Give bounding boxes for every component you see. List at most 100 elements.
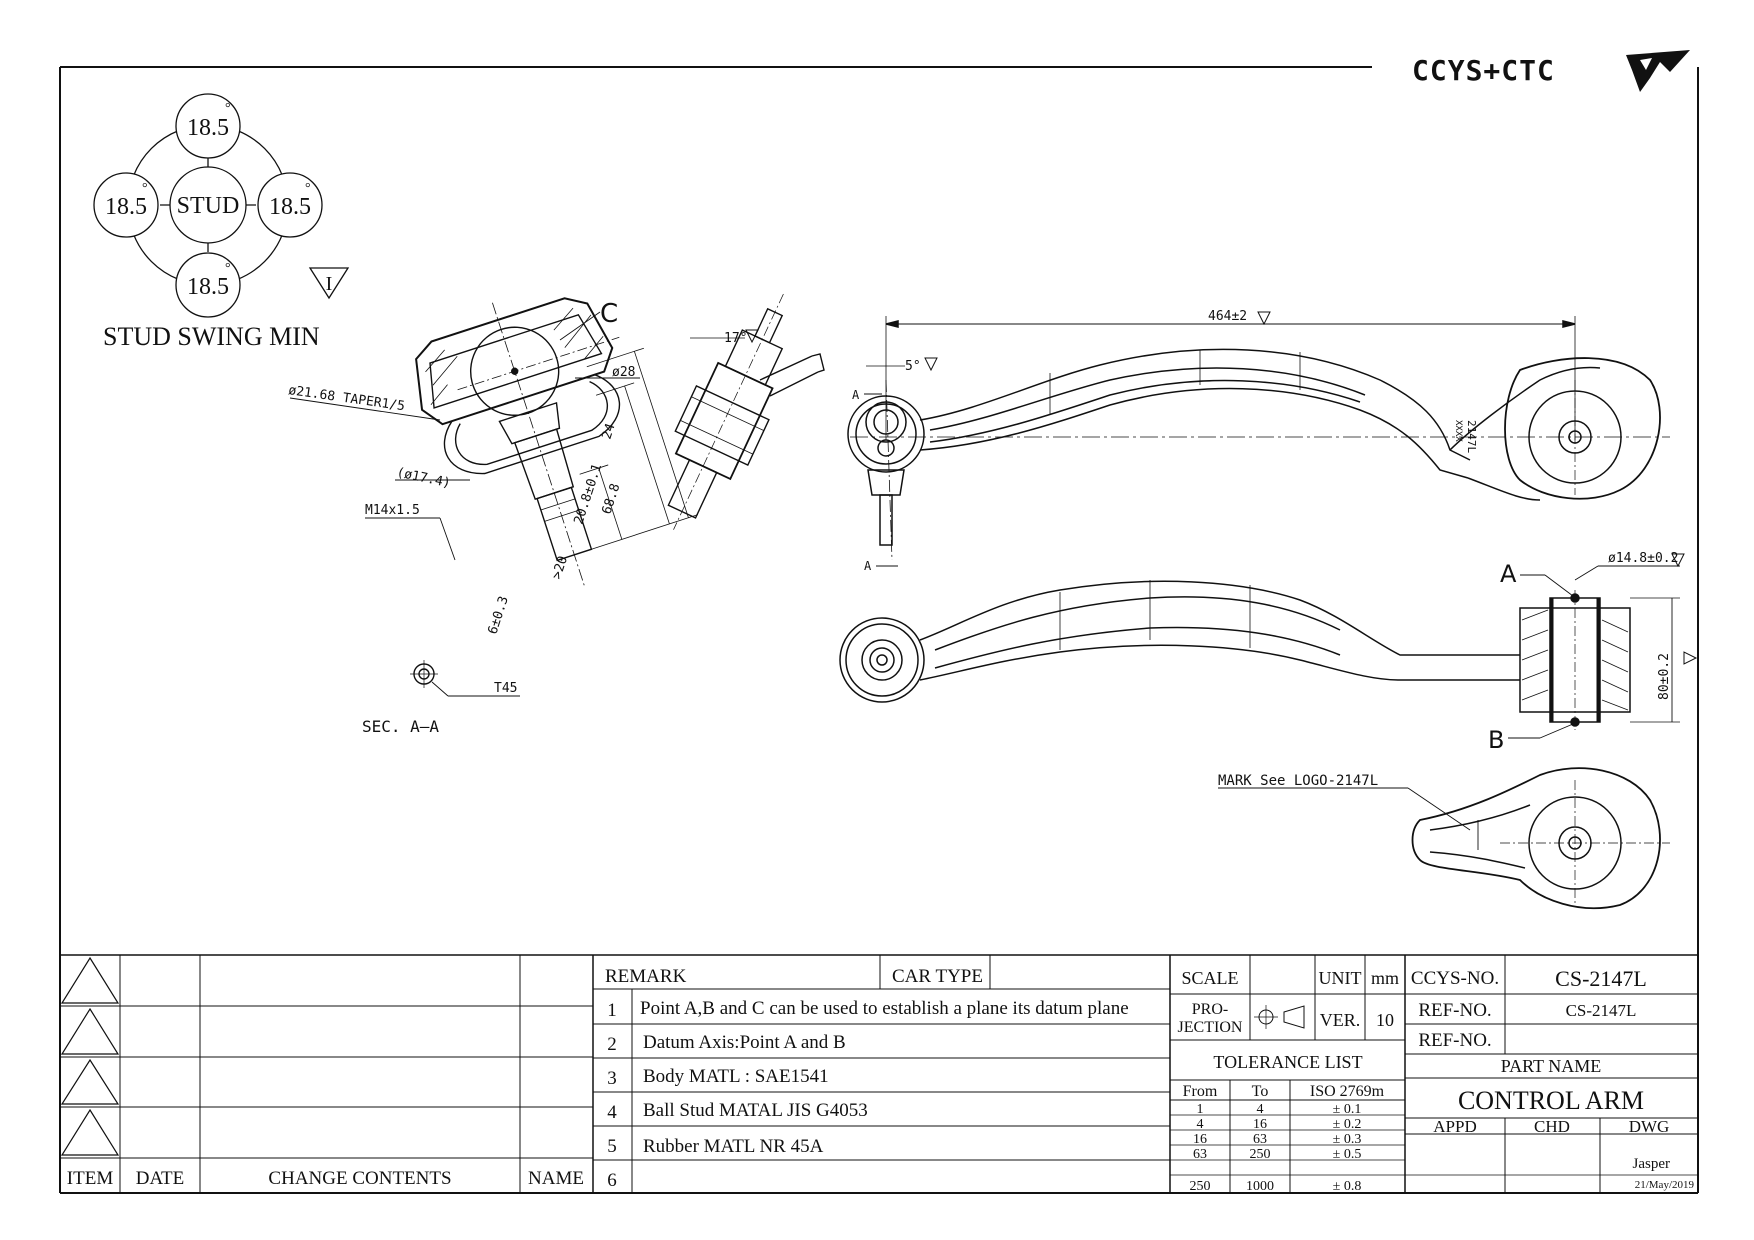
side-angle: 17° (724, 331, 747, 346)
dwg-date: 21/May/2019 (1635, 1179, 1695, 1191)
remark-text: Ball Stud MATAL JIS G4053 (643, 1100, 868, 1121)
tol-cell: ± 0.8 (1333, 1179, 1362, 1194)
tol-header-from: From (1183, 1083, 1218, 1100)
svg-text:°: ° (142, 181, 148, 196)
side-view: 17° (667, 293, 825, 530)
tol-cell: ± 0.1 (1333, 1102, 1362, 1117)
datum-triangle-icon (308, 267, 350, 300)
swing-angle-right: 18.5 (269, 194, 311, 220)
dim-dia17: (ø17.4) (395, 465, 452, 491)
point-b-label: B (1488, 726, 1504, 754)
remark-text: Point A,B and C can be used to establish… (640, 998, 1129, 1019)
svg-text:°: ° (225, 101, 231, 116)
ccys-no-value: CS-2147L (1555, 966, 1647, 991)
swing-angle-bottom: 18.5 (187, 274, 229, 300)
tol-cell: ± 0.3 (1333, 1132, 1362, 1147)
tol-cell: 1 (1197, 1102, 1204, 1117)
dim-68-8: 68.8 (600, 482, 624, 516)
tolerance-block: SCALE UNIT mm PRO- JECTION VER. 10 TOLER… (1170, 955, 1406, 1194)
logo-mark-detail: MARK See LOGO-2147L (1218, 767, 1670, 909)
remark-num: 2 (607, 1034, 617, 1055)
revision-triangle-icon (60, 1007, 120, 1055)
revision-triangle-icon (60, 1058, 120, 1105)
svg-text:°: ° (305, 181, 311, 196)
tol-cell: 4 (1257, 1102, 1264, 1117)
dim-24: 24 (600, 422, 619, 442)
unit-value: mm (1371, 968, 1399, 988)
sheet-border (59, 66, 1699, 1194)
company-logo: CCYS+CTC (1412, 50, 1690, 92)
torx-label: T45 (494, 681, 517, 696)
dim-6: 6±0.3 (486, 594, 512, 636)
remark-num: 1 (607, 1000, 617, 1021)
remark-num: 3 (607, 1068, 617, 1089)
tol-cell: 63 (1193, 1147, 1207, 1162)
part-name-value: CONTROL ARM (1458, 1086, 1644, 1115)
appd-label: APPD (1433, 1117, 1476, 1136)
remark-num: 6 (607, 1170, 617, 1191)
revision-triangle-icon (60, 1108, 120, 1156)
stud-swing-diagram: STUD 18.5 18.5 18.5 18.5 ° ° ° ° STUD SW… (93, 93, 350, 351)
part-mark-sub: XXXX (1453, 420, 1463, 442)
tol-cell: 16 (1193, 1132, 1207, 1147)
dwg-name: Jasper (1633, 1156, 1671, 1172)
section-a-bottom: A (864, 559, 872, 573)
remarks-block: REMARK CAR TYPE 1 Point A,B and C can be… (593, 955, 1171, 1193)
surface-finish-icon (745, 329, 759, 344)
logo-text: CCYS+CTC (1412, 54, 1555, 87)
ball-joint-section-view: C ø28 ø21.68 TAPER1/5 (ø17.4) M14x1.5 24… (287, 297, 699, 736)
chd-label: CHD (1534, 1117, 1570, 1136)
rev-header-item: ITEM (67, 1168, 114, 1189)
part-mark: 2147L (1465, 420, 1478, 453)
section-a-top: A (852, 388, 860, 402)
projection-label-2: JECTION (1178, 1019, 1243, 1036)
remark-text: Datum Axis:Point A and B (643, 1032, 846, 1053)
projection-label: PRO- (1192, 1001, 1228, 1018)
ref-no-value: CS-2147L (1566, 1001, 1637, 1020)
remark-num: 5 (607, 1136, 617, 1157)
svg-text:°: ° (225, 261, 231, 276)
dim-dia-bushing: ø14.8±0.2 (1608, 551, 1678, 566)
tolerance-title: TOLERANCE LIST (1213, 1052, 1362, 1072)
torx-detail: T45 (410, 660, 520, 697)
unit-label: UNIT (1319, 968, 1362, 988)
tol-header-iso: ISO 2769m (1310, 1083, 1385, 1100)
ver-value: 10 (1376, 1010, 1394, 1030)
dim-taper: ø21.68 TAPER1/5 (287, 383, 405, 414)
dim-20: >20 (550, 554, 572, 581)
section-label: SEC. A—A (362, 717, 439, 736)
tol-cell: 250 (1250, 1147, 1271, 1162)
rev-header-name: NAME (528, 1168, 584, 1189)
ver-label: VER. (1320, 1010, 1361, 1030)
swing-angle-top: 18.5 (187, 115, 229, 141)
ccys-no-label: CCYS-NO. (1411, 968, 1499, 989)
dwg-label: DWG (1629, 1117, 1670, 1136)
part-name-label: PART NAME (1501, 1056, 1601, 1076)
remark-num: 4 (607, 1102, 617, 1123)
tol-cell: ± 0.5 (1333, 1147, 1362, 1162)
point-c-label: C (600, 299, 618, 329)
tol-cell: 63 (1253, 1132, 1267, 1147)
revision-triangle-icon (60, 956, 120, 1004)
car-type-label: CAR TYPE (892, 966, 983, 987)
stud-label: STUD (177, 193, 240, 219)
dim-20-8: 20.8±0.1 (572, 462, 606, 526)
mark-note: MARK See LOGO-2147L (1218, 773, 1378, 789)
tol-cell: 1000 (1246, 1179, 1274, 1194)
dim-length: 464±2 (1208, 309, 1247, 324)
tol-cell: 250 (1190, 1179, 1211, 1194)
scale-label: SCALE (1181, 968, 1238, 988)
dim-80: 80±0.2 (1657, 653, 1672, 700)
projection-symbol-icon (1254, 1005, 1305, 1029)
rev-header-change: CHANGE CONTENTS (268, 1168, 451, 1189)
tol-header-to: To (1252, 1083, 1269, 1100)
ref-no-label: REF-NO. (1418, 1000, 1491, 1021)
arm-front-view: A B ø14.8±0.2 80±0.2 (839, 551, 1698, 754)
svg-text:I: I (326, 273, 333, 295)
tol-cell: 16 (1253, 1117, 1267, 1132)
remark-text: Body MATL : SAE1541 (643, 1066, 829, 1087)
arm-top-view: 464±2 5° A A (847, 309, 1670, 573)
title-block: CCYS-NO. CS-2147L REF-NO. CS-2147L REF-N… (1405, 955, 1698, 1193)
tol-cell: ± 0.2 (1333, 1117, 1362, 1132)
